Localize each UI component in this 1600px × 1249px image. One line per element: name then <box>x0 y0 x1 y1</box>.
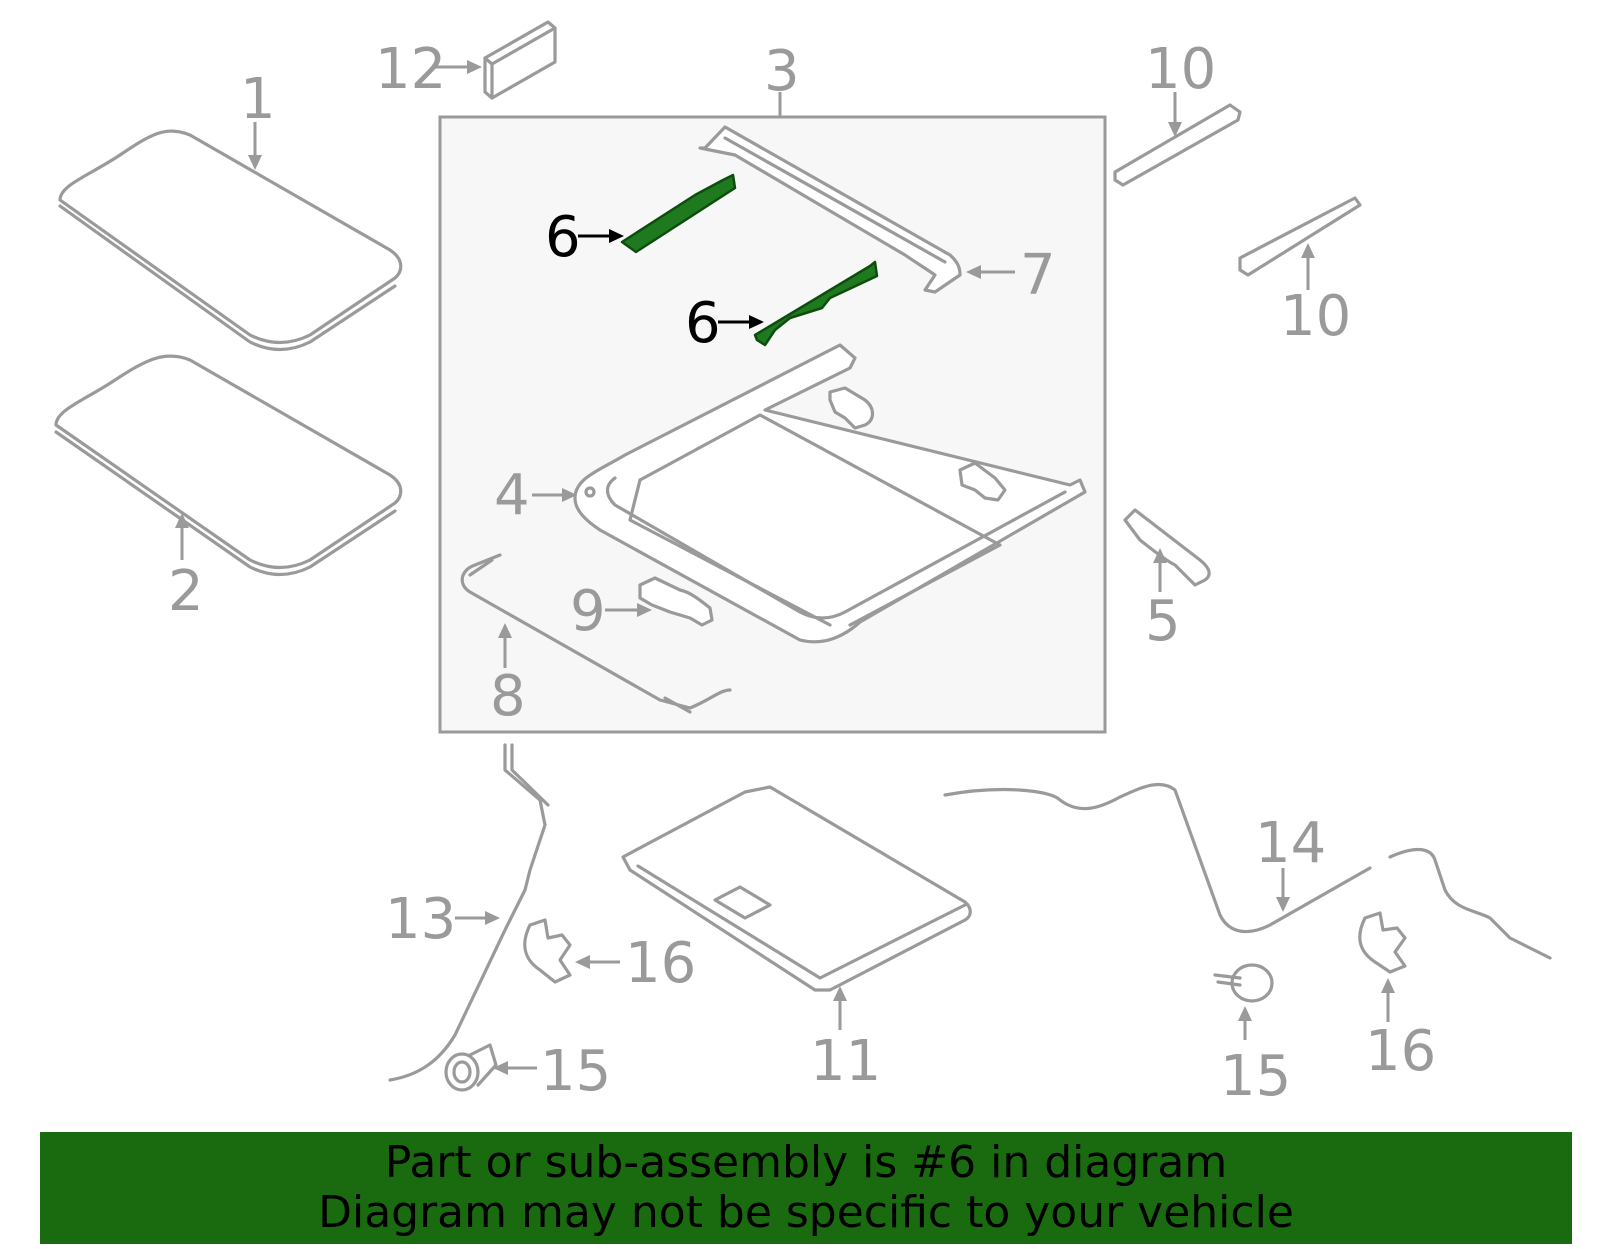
part-14-drain-hose[interactable] <box>943 782 1552 960</box>
part-10-rail-upper[interactable] <box>1113 103 1242 187</box>
part-12-block[interactable] <box>483 20 557 100</box>
callout-1: 1 <box>240 67 276 132</box>
callout-14: 14 <box>1255 811 1326 876</box>
part-13-drain-hose[interactable] <box>388 743 547 1082</box>
callout-7: 7 <box>1020 243 1056 308</box>
part-7-front-rail[interactable] <box>698 125 962 294</box>
part-6-bracket-lower[interactable] <box>753 260 879 347</box>
part-11-sunshade[interactable] <box>621 785 972 992</box>
part-15-grommet-right[interactable] <box>1213 963 1274 1003</box>
part-2-glass-panel[interactable] <box>54 354 403 577</box>
callout-4: 4 <box>494 463 530 528</box>
part-13-hose-edge <box>510 743 550 807</box>
part-1-glass-panel[interactable] <box>58 129 403 352</box>
callout-8: 8 <box>490 664 526 729</box>
part-16-clip-right[interactable] <box>1358 911 1407 974</box>
callout-11: 11 <box>810 1029 881 1094</box>
part-16-clip-left[interactable] <box>523 918 572 984</box>
callout-arrows <box>175 60 1395 1075</box>
bolt-lower[interactable] <box>958 461 1007 502</box>
banner-line-2: Diagram may not be specific to your vehi… <box>318 1187 1294 1238</box>
part-5-guide[interactable] <box>1123 508 1211 587</box>
part-9-clip[interactable] <box>638 576 714 627</box>
callout-5: 5 <box>1145 589 1181 654</box>
part-4-sunroof-frame[interactable] <box>573 343 1087 644</box>
callout-10-upper: 10 <box>1145 37 1216 102</box>
part-6-bracket-upper[interactable] <box>620 173 737 254</box>
callout-2: 2 <box>168 559 204 624</box>
part-8-weatherstrip[interactable] <box>460 553 732 714</box>
callout-16-left: 16 <box>625 931 696 996</box>
callout-15-left: 15 <box>540 1039 611 1104</box>
part-10-rail-lower[interactable] <box>1238 196 1362 277</box>
callout-12: 12 <box>375 37 446 102</box>
info-banner: Part or sub-assembly is #6 in diagram Di… <box>40 1132 1572 1244</box>
callout-15-right: 15 <box>1220 1044 1291 1109</box>
callout-9: 9 <box>570 579 606 644</box>
callout-6-upper: 6 <box>545 205 581 270</box>
callout-3: 3 <box>764 39 800 104</box>
part-15-grommet-left[interactable] <box>444 1043 498 1092</box>
callout-6-lower: 6 <box>685 291 721 356</box>
callout-13: 13 <box>385 887 456 952</box>
bolt-upper[interactable] <box>828 386 875 430</box>
callout-10-lower: 10 <box>1280 284 1351 349</box>
banner-line-1: Part or sub-assembly is #6 in diagram <box>384 1137 1228 1188</box>
callout-16-right: 16 <box>1365 1019 1436 1084</box>
